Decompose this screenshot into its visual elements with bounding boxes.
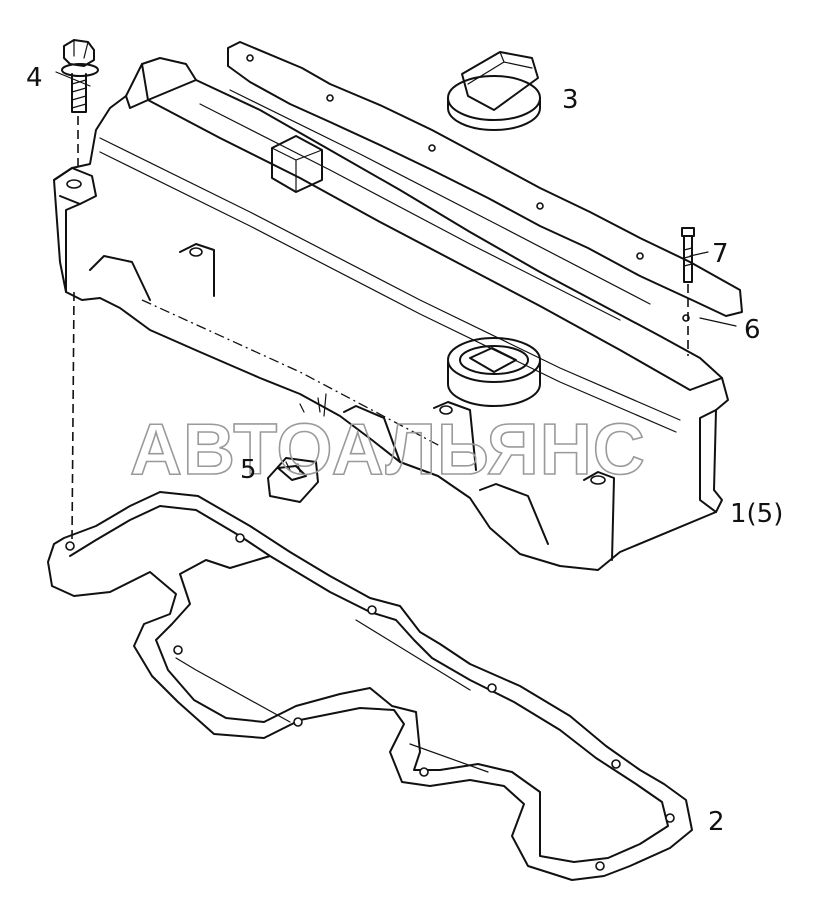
- alignment-lines: [55, 71, 737, 541]
- callout-7: 7: [712, 239, 729, 269]
- callout-6: 6: [744, 315, 761, 345]
- oil-filler-cap: [447, 51, 541, 131]
- valve-cover: [53, 57, 729, 571]
- watermark-text: АВТОАЛЬЯНС: [130, 410, 646, 490]
- callout-4: 4: [26, 63, 43, 93]
- cover-gasket: [47, 491, 693, 881]
- stud-pin: [681, 227, 695, 356]
- grommet: [267, 457, 319, 503]
- callout-5: 5: [240, 455, 257, 485]
- callout-3: 3: [562, 85, 579, 115]
- callout-1-5: 1(5): [730, 499, 783, 529]
- callout-2: 2: [708, 807, 725, 837]
